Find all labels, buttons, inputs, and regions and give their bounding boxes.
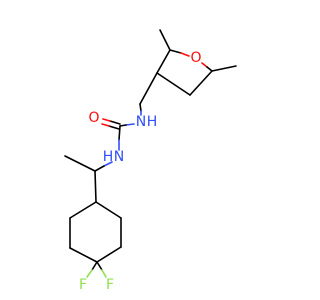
atom-labels: O O N H N H F F (79, 50, 202, 293)
bond-n-ch (103, 161, 113, 167)
bond-c2-methyl (159, 29, 171, 51)
bond-c5-c4 (189, 70, 213, 96)
bond-r4-f-right-carbon (96, 261, 103, 271)
carbonyl-oxygen-label: O (88, 110, 99, 126)
fluorine-left-label: F (79, 277, 87, 293)
bond-r4-f-left (86, 269, 93, 278)
bond-o-c5-carbon (206, 66, 213, 72)
bond-r4-r5 (69, 247, 98, 263)
cyclohexane-ring (69, 201, 122, 278)
bond-carbonyl-double-a (109, 120, 121, 125)
ethyl-branch (64, 155, 113, 203)
bond-carbonyl-double-b (108, 125, 120, 130)
bond-c3-c2 (156, 49, 171, 74)
bond-r1-r2 (95, 201, 122, 219)
bond-ch-methyl (64, 155, 96, 172)
bond-r6-r1 (69, 201, 97, 219)
urea-linker (101, 72, 158, 151)
bond-r4-f-left-carbon (91, 261, 98, 271)
bond-c2-o-carbon (169, 49, 182, 54)
bond-r4-f-right (101, 269, 107, 278)
fluorine-right-label: F (106, 277, 114, 293)
bond-carbonyl-double-b-o (101, 123, 110, 127)
amide-nitrogen-lower-label: N (114, 149, 124, 165)
bond-ch2-n-carbon (139, 103, 142, 112)
bond-r3-r4 (96, 246, 122, 263)
bond-c5-methyl (211, 65, 237, 72)
bond-carbonyl-n-carbon (118, 125, 121, 141)
bond-n-carbonyl (125, 123, 135, 126)
molecule-structure: O O N H N H F F (64, 29, 237, 293)
bond-n-carbonyl-carbon (119, 124, 127, 127)
bond-c4-c3 (156, 72, 191, 96)
bond-ch-ring (94, 170, 97, 203)
bond-o-c5 (201, 62, 208, 68)
amide-nitrogen-upper-label: N (136, 114, 146, 130)
bond-n-ch-carbon (94, 165, 105, 172)
bond-c2-o (180, 52, 190, 57)
oxolane-ring (156, 29, 237, 96)
amide-hydrogen-lower-label: H (103, 149, 114, 165)
bond-carbonyl-double-a-o (102, 118, 111, 122)
amide-hydrogen-upper-label: H (147, 114, 158, 130)
bond-c3-ch2 (139, 72, 158, 105)
ring-oxygen-label: O (190, 50, 201, 66)
